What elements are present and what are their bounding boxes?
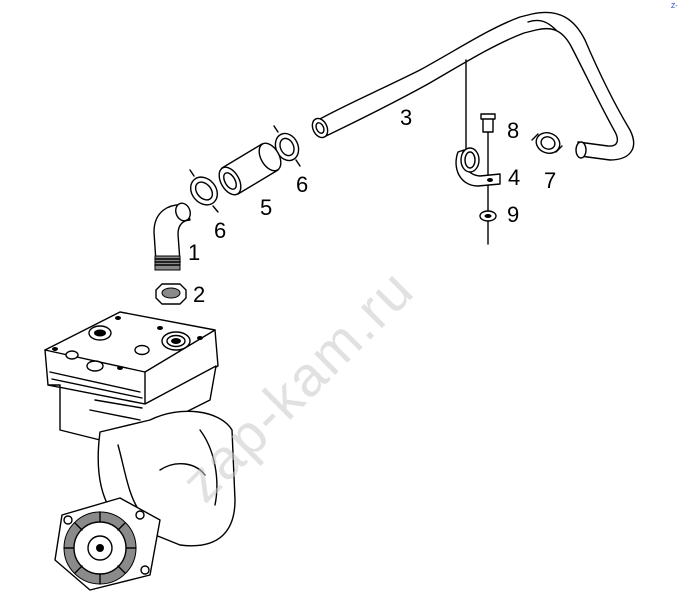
- callout-6-upper: 6: [296, 172, 308, 197]
- clamp-6-lower: [189, 169, 219, 213]
- elbow-1: [153, 202, 191, 271]
- air-compressor: [44, 311, 236, 591]
- sleeve-5: [218, 142, 282, 196]
- callout-3: 3: [400, 105, 412, 130]
- callout-2: 2: [193, 282, 205, 307]
- clamp-6-upper: [273, 125, 301, 167]
- corner-mark: Z-: [671, 3, 678, 10]
- callout-4: 4: [508, 165, 520, 190]
- callout-8: 8: [507, 118, 519, 143]
- nut-2: [155, 283, 187, 305]
- pipe-3: [311, 11, 635, 161]
- callout-9: 9: [507, 202, 519, 227]
- bracket-assembly: [455, 59, 501, 245]
- callout-1: 1: [188, 240, 200, 265]
- clamp-7: [531, 132, 563, 154]
- callout-5: 5: [260, 195, 272, 220]
- callout-6-lower: 6: [214, 218, 226, 243]
- callout-7: 7: [544, 168, 556, 193]
